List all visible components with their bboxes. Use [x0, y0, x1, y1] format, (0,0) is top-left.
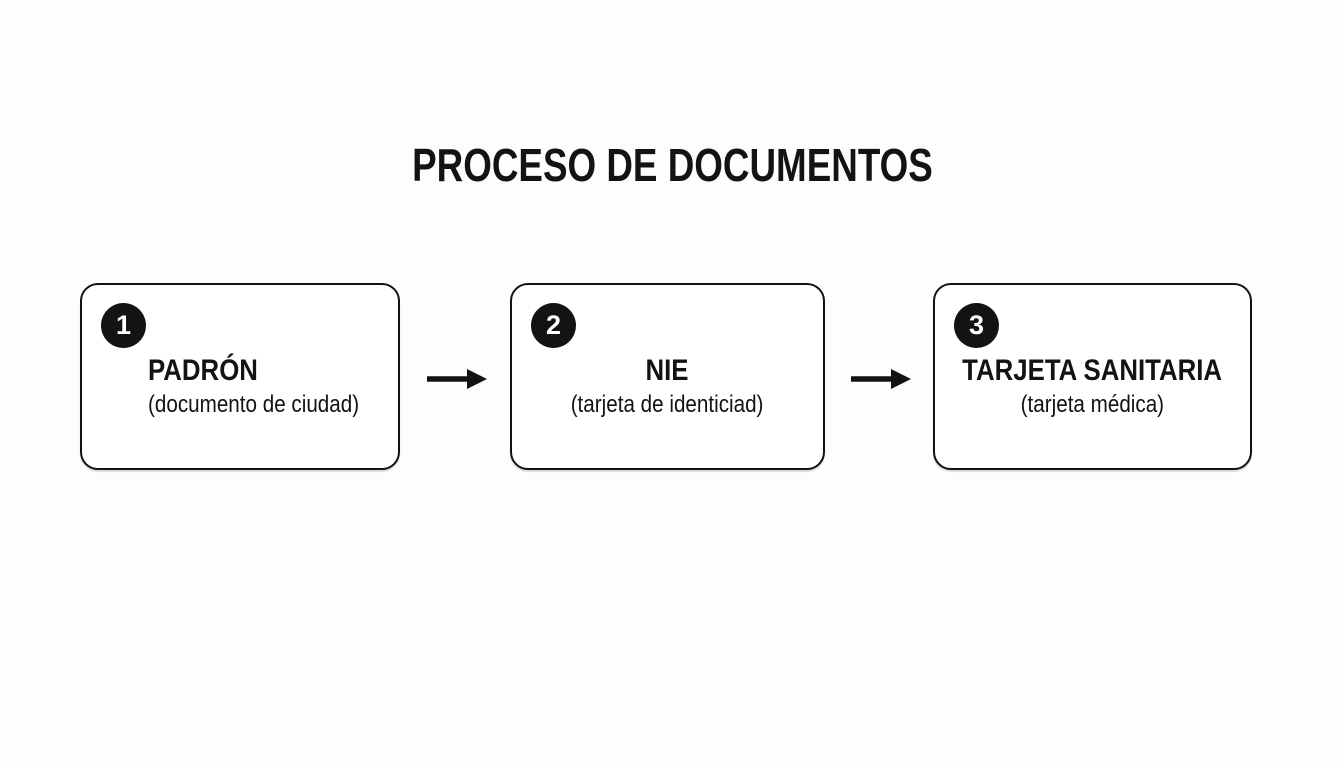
step-box-tarjeta-sanitaria: 3 TARJETA SANITARIA (tarjeta médica) [933, 283, 1252, 470]
step-title-text: TARJETA SANITARIA [962, 354, 1223, 387]
page-title-text: PROCESO DE DOCUMENTOS [411, 139, 933, 191]
step-number-badge: 3 [954, 303, 999, 348]
step-box-nie: 2 NIE (tarjeta de identiciad) [510, 283, 825, 470]
step-content: NIE (tarjeta de identiciad) [512, 353, 823, 420]
step-box-padron: 1 PADRÓN (documento de ciudad) [80, 283, 400, 470]
step-subtitle: (tarjeta de identiciad) [512, 389, 823, 420]
arrow-right-icon [851, 367, 911, 391]
step-title-text: NIE [645, 354, 689, 387]
step-subtitle: (tarjeta médica) [935, 389, 1250, 420]
step-subtitle: (documento de ciudad) [148, 389, 393, 420]
step-content: TARJETA SANITARIA (tarjeta médica) [935, 353, 1250, 420]
step-number: 3 [968, 310, 985, 340]
step-subtitle-text: (tarjeta de identiciad) [571, 391, 764, 418]
step-subtitle-text: (tarjeta médica) [1020, 391, 1165, 418]
step-number: 1 [115, 310, 132, 340]
step-title: PADRÓN [148, 353, 393, 389]
step-title: TARJETA SANITARIA [935, 353, 1250, 389]
step-title-text: PADRÓN [148, 354, 258, 387]
step-number-badge: 1 [101, 303, 146, 348]
step-title: NIE [512, 353, 823, 389]
step-number-badge: 2 [531, 303, 576, 348]
step-content: PADRÓN (documento de ciudad) [148, 353, 393, 420]
page-title: PROCESO DE DOCUMENTOS [0, 140, 1344, 190]
step-number: 2 [545, 310, 562, 340]
arrow-right-icon [427, 367, 487, 391]
step-subtitle-text: (documento de ciudad) [148, 391, 360, 418]
